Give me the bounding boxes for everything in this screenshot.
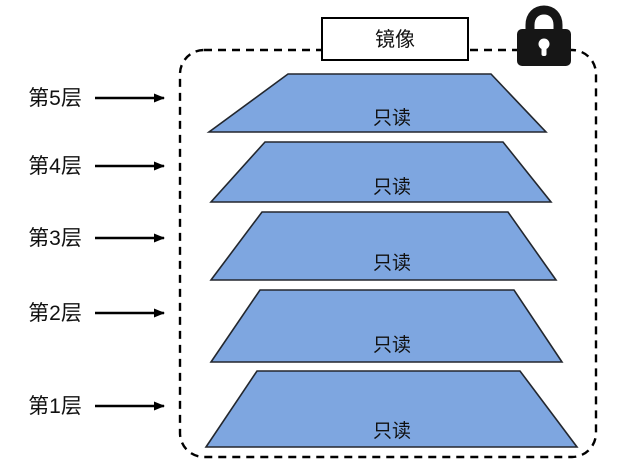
layer-3: 只读 [209,211,558,281]
layer-5-callout: 第5层 [28,87,165,110]
layer-1-shape [204,370,579,448]
layer-2: 只读 [209,289,564,363]
layer-4-shape [209,141,553,203]
layer-3-shape [209,211,558,281]
layer-2-label: 第2层 [28,302,82,325]
layer-3-label: 第3层 [28,227,82,250]
layer-2-content: 只读 [373,334,411,356]
padlock-shackle [525,5,563,34]
layer-4-content: 只读 [373,176,411,198]
padlock-keyhole [538,38,550,50]
layer-3-callout: 第3层 [28,227,165,250]
layer-1-callout: 第1层 [28,395,165,418]
image-title: 镜像 [375,28,415,51]
layer-2-callout: 第2层 [28,302,165,325]
padlock-icon [517,5,571,66]
layer-1: 只读 [204,370,579,448]
layer-5-label: 第5层 [28,87,82,110]
image-title-box: 镜像 [321,17,469,61]
image-title-box-frame [321,17,469,61]
layer-4-label: 第4层 [28,155,82,178]
layer-5: 只读 [206,73,548,133]
layer-2-shape [209,289,564,363]
layer-4-callout: 第4层 [28,155,165,178]
layer-1-content: 只读 [373,420,411,442]
layer-3-content: 只读 [373,252,411,274]
layer-4: 只读 [209,141,553,203]
layer-5-content: 只读 [373,107,411,129]
layer-5-shape [206,73,548,133]
padlock-keyhole-stem [541,46,547,56]
layer-1-label: 第1层 [28,395,82,418]
